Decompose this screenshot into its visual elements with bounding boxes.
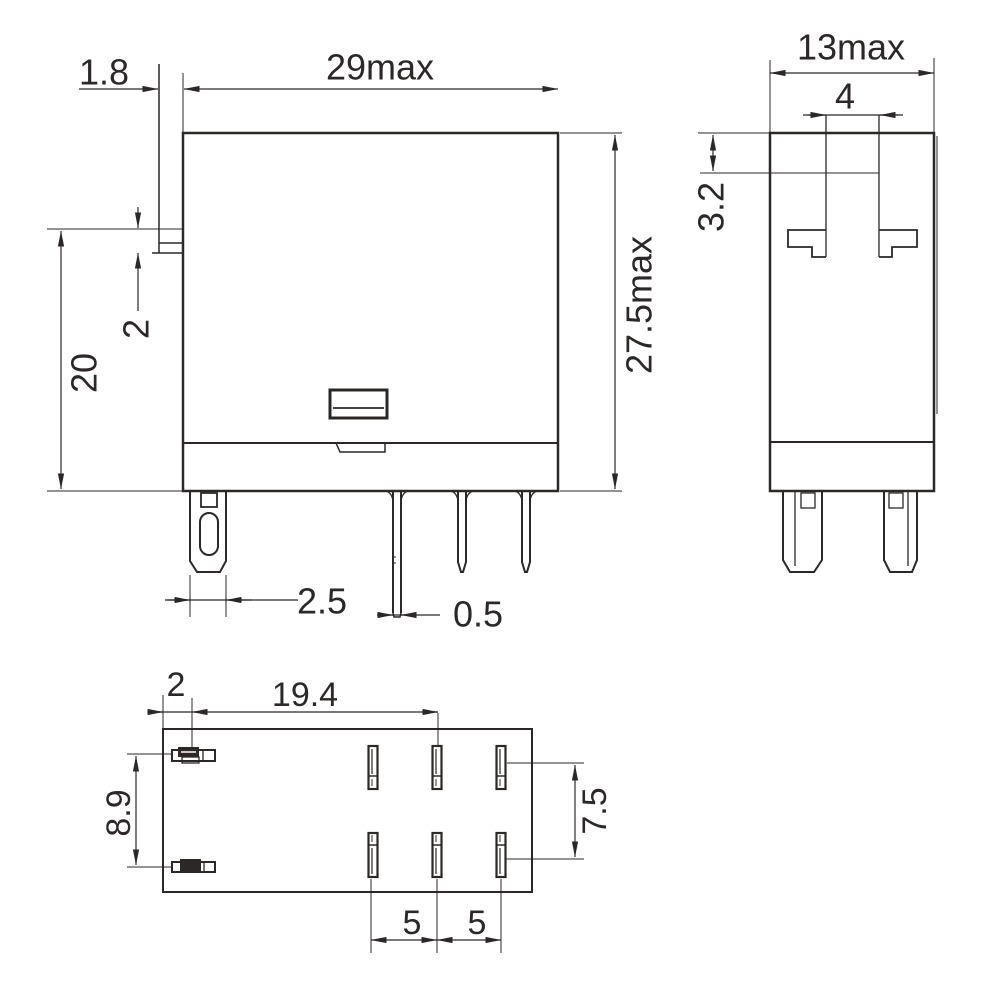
dim-ext-coil-pitch <box>127 753 173 868</box>
front-pin1-step <box>393 556 396 564</box>
front-latch-window <box>328 388 389 420</box>
front-body-outline <box>181 131 560 493</box>
dim-label-pin-pitch-a: 5 <box>403 904 422 942</box>
contact-pin <box>431 831 443 879</box>
front-mount-pin-notch <box>200 492 218 508</box>
dim-label-pin-pitch-b: 5 <box>468 904 487 942</box>
side-slot-hook-right <box>879 229 918 258</box>
side-pin-left-outline <box>782 491 823 573</box>
dim-label-coil-pin-inset: 2 <box>167 666 186 704</box>
dim-ext-row-pitch <box>506 762 584 860</box>
dim-label-total-height: 27.5max <box>619 236 660 374</box>
dim-label-body-width: 29max <box>326 47 434 88</box>
front-view: 1.8 29max 20 2 27.5max 2.5 0.5 <box>47 47 660 635</box>
coil-pin-bottom-block <box>180 859 201 871</box>
bottom-contact-pins-bottom-row <box>367 831 507 879</box>
dim-label-flange-width: 1.8 <box>79 52 129 93</box>
coil-pin-top-step <box>181 756 200 764</box>
dim-label-mount-pin-width: 2.5 <box>297 581 347 622</box>
front-pin1-flare <box>385 490 409 502</box>
front-pin3-outline <box>521 491 531 573</box>
dim-ext-total-height <box>560 132 622 492</box>
side-body-outline <box>768 131 936 493</box>
dim-ext-mount-pin <box>189 575 227 617</box>
bottom-contact-pins-top-row <box>367 744 507 791</box>
dim-label-body-height: 20 <box>64 353 105 393</box>
front-seam-notch <box>335 442 386 453</box>
side-pin-right-notch <box>888 492 904 509</box>
dim-label-row-pitch: 7.5 <box>576 787 614 834</box>
dim-label-pin-span: 19.4 <box>272 676 338 714</box>
dim-label-body-depth: 13max <box>797 27 905 68</box>
bottom-coil-pin-bottom <box>171 859 216 873</box>
front-mount-pin-slot <box>199 512 219 556</box>
contact-pin <box>495 831 507 879</box>
side-pin-right-outline <box>883 491 918 573</box>
front-pin3-flare <box>514 490 538 502</box>
front-mount-pin-outline <box>189 491 227 573</box>
side-slot-hook-left <box>787 229 826 258</box>
bottom-coil-pin-top <box>171 747 216 764</box>
contact-pin <box>431 744 443 791</box>
contact-pin <box>367 744 379 791</box>
dim-label-pin-thickness: 0.5 <box>453 594 503 635</box>
dim-label-slot-span: 4 <box>835 76 855 117</box>
bottom-body-outline <box>162 728 533 893</box>
front-pin2-flare <box>450 490 474 502</box>
dim-label-coil-pitch: 8.9 <box>100 789 138 836</box>
dim-label-flange-foot: 2 <box>116 319 157 339</box>
dim-label-ledge-depth: 3.2 <box>691 182 732 232</box>
bottom-view: 2 19.4 8.9 7.5 5 5 <box>100 666 614 953</box>
side-pin-left-notch <box>800 492 816 509</box>
front-pin2-outline <box>457 491 467 573</box>
contact-pin <box>495 744 507 791</box>
contact-pin <box>367 831 379 879</box>
side-view: 13max 4 3.2 <box>691 27 938 573</box>
